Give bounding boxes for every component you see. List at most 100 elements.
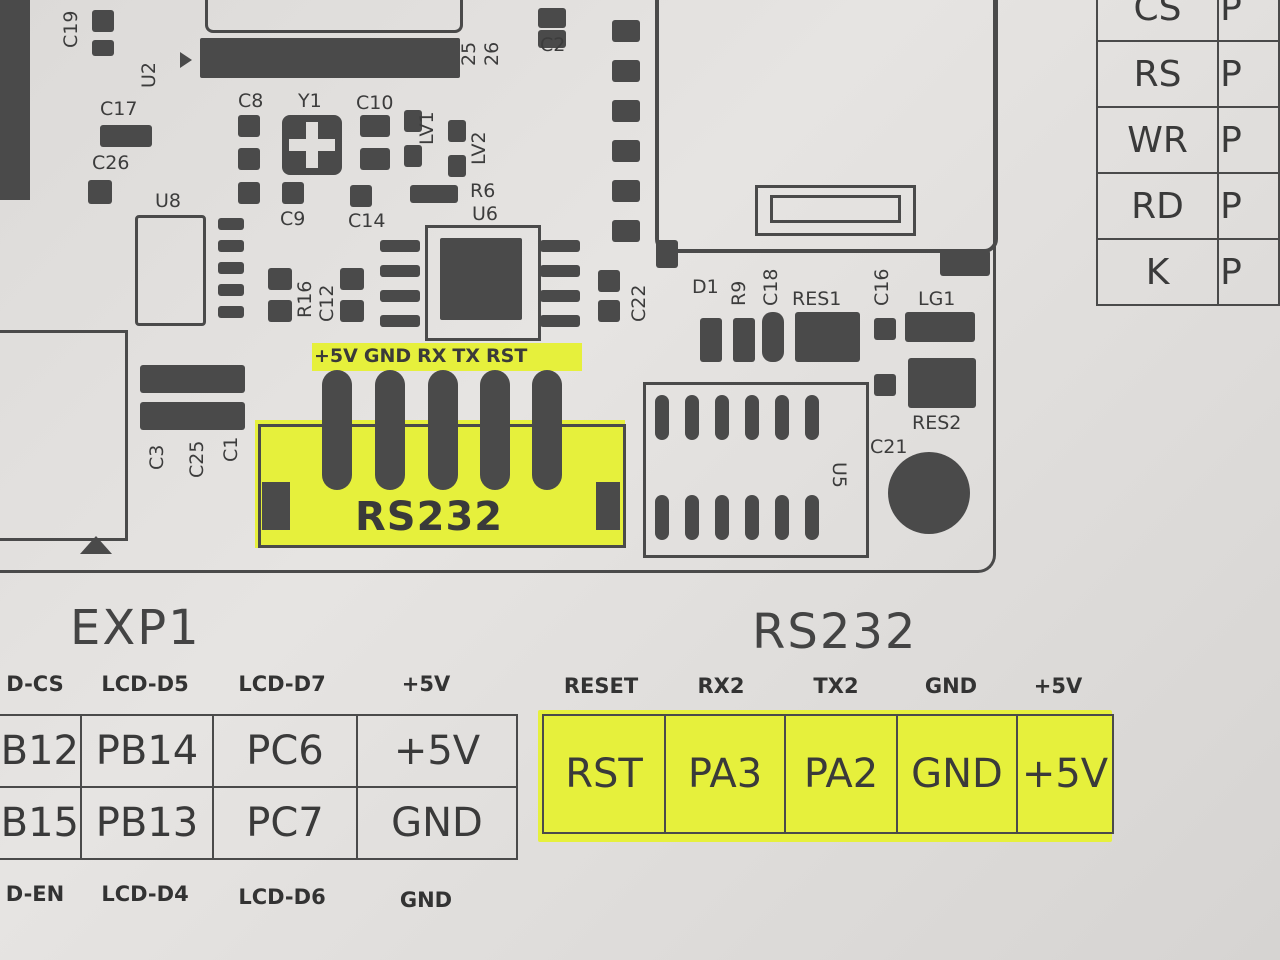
label-c18: C18 xyxy=(760,268,782,306)
label-d1: D1 xyxy=(692,276,719,298)
label-c14: C14 xyxy=(348,210,386,232)
module-outline xyxy=(655,0,998,253)
pad xyxy=(360,115,390,137)
pcb-pin-label: RST xyxy=(486,345,528,367)
pad xyxy=(404,110,422,132)
exp1-bottom-label: LCD-D4 xyxy=(101,882,189,906)
pad xyxy=(350,185,372,207)
pad xyxy=(282,182,304,204)
pad xyxy=(218,306,244,318)
pad xyxy=(874,318,896,340)
u6-outline xyxy=(425,225,541,341)
label-y1: Y1 xyxy=(298,90,322,112)
pad xyxy=(218,218,244,230)
pad xyxy=(874,374,896,396)
u8-ic xyxy=(135,215,206,326)
rs232-cell: PA2 xyxy=(784,714,898,834)
label-u5: U5 xyxy=(828,462,850,488)
pad xyxy=(140,365,245,393)
label-c16: C16 xyxy=(871,268,893,306)
u5-outline xyxy=(643,382,869,558)
label-c3: C3 xyxy=(146,444,168,470)
exp1-bottom-label: LCD-D6 xyxy=(238,885,326,909)
pad xyxy=(540,265,580,277)
buzzer-circle xyxy=(888,452,970,534)
label-c17: C17 xyxy=(100,98,138,120)
label-c25: C25 xyxy=(186,440,208,478)
rs232-pin-5v xyxy=(322,370,352,490)
exp1-top-label: LCD-D5 xyxy=(101,672,189,696)
rs232-pin-rst xyxy=(532,370,562,490)
label-u6: U6 xyxy=(472,203,498,225)
exp1-top-label: D-CS xyxy=(6,672,64,696)
pad xyxy=(775,395,789,440)
pad xyxy=(612,220,640,242)
exp1-title: EXP1 xyxy=(70,600,201,656)
label-res2: RES2 xyxy=(912,412,962,434)
exp1-cell: PC6 xyxy=(212,714,358,788)
label-c1: C1 xyxy=(220,436,242,462)
pad xyxy=(655,495,669,540)
label-lv1: LV1 xyxy=(416,111,438,145)
pad xyxy=(238,182,260,204)
exp1-cell: PB14 xyxy=(80,714,214,788)
pad xyxy=(92,10,114,32)
rs232-top-label: TX2 xyxy=(813,674,859,698)
pad xyxy=(612,140,640,162)
exp1-cell: PB13 xyxy=(80,786,214,860)
pad xyxy=(100,125,152,147)
pcb-silkscreen: C19 U2 C2 25 26 C8 Y1 C10 LV1 LV2 C17 C2… xyxy=(0,0,998,573)
pad xyxy=(380,290,420,302)
exp1-bottom-label: GND xyxy=(399,888,453,912)
pad xyxy=(805,495,819,540)
label-u8: U8 xyxy=(155,190,181,212)
module-connector-inner xyxy=(770,195,901,223)
pad xyxy=(715,395,729,440)
pad xyxy=(538,30,566,48)
rs232-pin-tx xyxy=(480,370,510,490)
label-c12: C12 xyxy=(316,284,338,322)
pad xyxy=(805,395,819,440)
rs232-title: RS232 xyxy=(752,604,918,660)
exp1-table: B12 PB14 PC6 +5V B15 PB13 PC7 GND xyxy=(0,714,518,860)
label-r6: R6 xyxy=(470,180,496,202)
pad xyxy=(380,315,420,327)
pcb-pin-label: +5V xyxy=(314,345,358,367)
exp1-top-label: LCD-D7 xyxy=(238,672,326,696)
table-cell: K xyxy=(1095,238,1220,306)
table-cell: P xyxy=(1217,106,1280,174)
label-r9: R9 xyxy=(728,280,750,306)
pad xyxy=(340,268,364,290)
label-r16: R16 xyxy=(294,280,316,318)
table-cell: P xyxy=(1217,172,1280,240)
pad xyxy=(598,300,620,322)
table-cell: P xyxy=(1217,40,1280,108)
exp1-cell: GND xyxy=(356,786,518,860)
rs232-top-label: +5V xyxy=(1033,674,1083,698)
label-c19: C19 xyxy=(60,10,82,48)
u2-pin1-marker xyxy=(180,52,192,68)
pad xyxy=(262,482,290,530)
pcb-pin-label: GND xyxy=(363,345,412,367)
pad xyxy=(404,145,422,167)
pad xyxy=(218,240,244,252)
pad xyxy=(218,262,244,274)
label-pin-25: 25 xyxy=(458,41,480,66)
pad xyxy=(140,402,245,430)
pad xyxy=(940,250,990,276)
table-cell: RS xyxy=(1095,40,1220,108)
exp1-cell: PC7 xyxy=(212,786,358,860)
u2-chip-strip xyxy=(200,38,460,78)
label-lg1: LG1 xyxy=(918,288,956,310)
pad xyxy=(733,318,755,362)
left-connector-triangle xyxy=(80,536,112,554)
label-c22: C22 xyxy=(628,284,650,322)
pad xyxy=(540,290,580,302)
pad xyxy=(238,148,260,170)
pad xyxy=(715,495,729,540)
pad xyxy=(612,180,640,202)
left-connector-outline xyxy=(0,330,128,541)
label-c9: C9 xyxy=(280,208,306,230)
pcb-pin-label: TX xyxy=(452,345,481,367)
exp1-top-label: +5V xyxy=(401,672,451,696)
